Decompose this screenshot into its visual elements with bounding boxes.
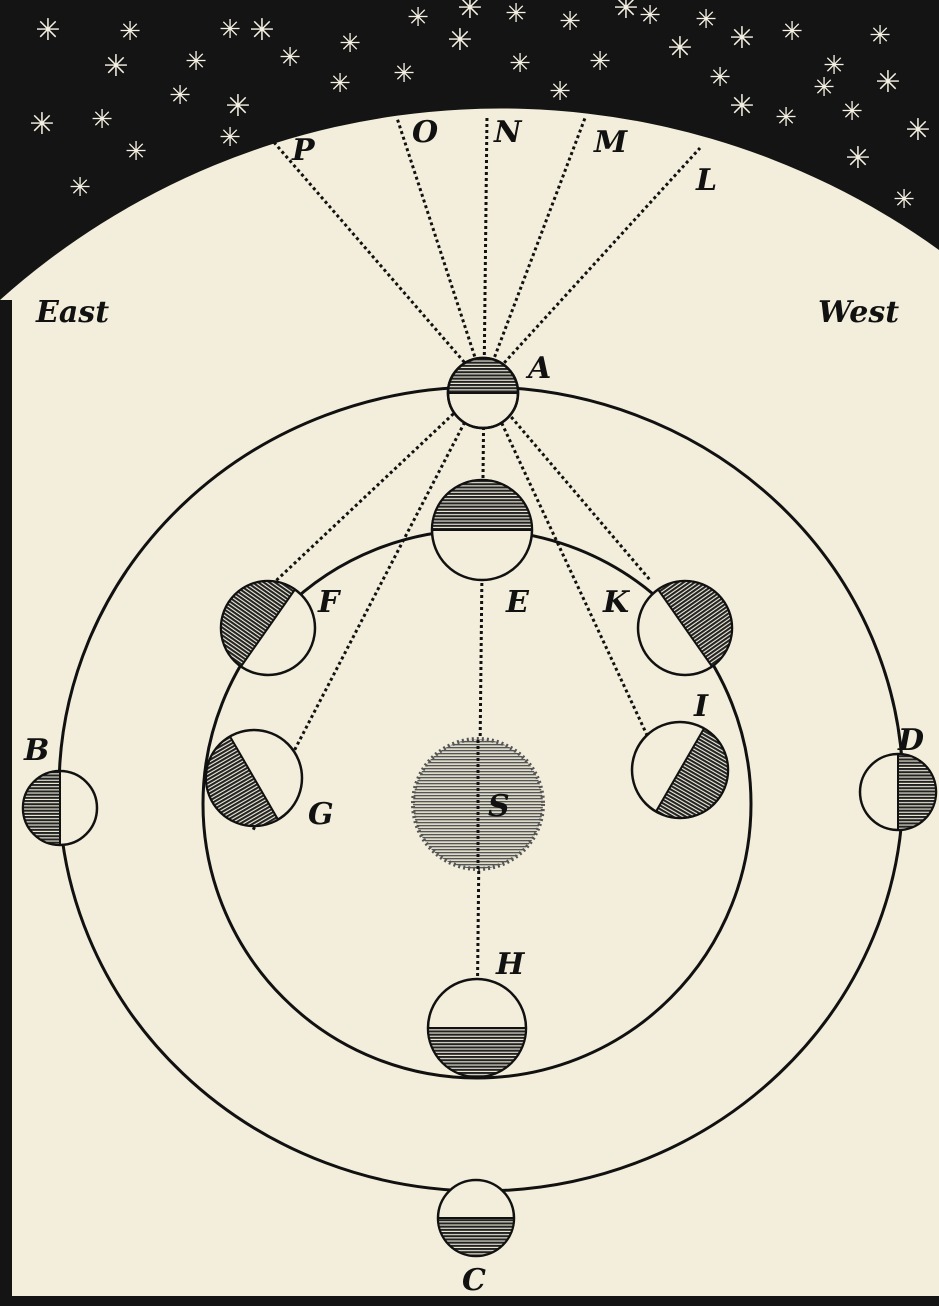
star-icon: ✳ bbox=[103, 49, 128, 84]
star-icon: ✳ bbox=[639, 1, 661, 31]
star-icon: ✳ bbox=[339, 29, 361, 59]
star-icon: ✳ bbox=[559, 7, 581, 37]
left-frame-edge bbox=[0, 300, 12, 1306]
star-icon: ✳ bbox=[505, 0, 527, 29]
planet-label-b: B bbox=[23, 733, 49, 768]
sky-label-l: L bbox=[695, 163, 717, 198]
star-icon: ✳ bbox=[35, 13, 60, 48]
star-icon: ✳ bbox=[775, 103, 797, 133]
east-label: East bbox=[35, 295, 109, 330]
planet-label-c: C bbox=[462, 1263, 486, 1298]
star-icon: ✳ bbox=[119, 17, 141, 47]
star-icon: ✳ bbox=[279, 43, 301, 73]
sky-label-p: P bbox=[291, 133, 316, 168]
star-icon: ✳ bbox=[667, 31, 692, 66]
star-icon: ✳ bbox=[613, 0, 638, 26]
star-icon: ✳ bbox=[905, 113, 930, 148]
star-icon: ✳ bbox=[709, 63, 731, 93]
planet-label-e: E bbox=[505, 585, 530, 620]
star-icon: ✳ bbox=[393, 59, 415, 89]
planet-label-g: G bbox=[308, 797, 334, 832]
star-icon: ✳ bbox=[589, 47, 611, 77]
star-icon: ✳ bbox=[91, 105, 113, 135]
star-icon: ✳ bbox=[219, 123, 241, 153]
star-icon: ✳ bbox=[875, 65, 900, 100]
planet-label-k: K bbox=[602, 585, 631, 620]
planet-label-i: I bbox=[693, 689, 709, 724]
star-icon: ✳ bbox=[729, 89, 754, 124]
star-icon: ✳ bbox=[125, 137, 147, 167]
planet-label-d: D bbox=[897, 723, 924, 758]
star-icon: ✳ bbox=[29, 107, 54, 142]
star-icon: ✳ bbox=[225, 89, 250, 124]
star-icon: ✳ bbox=[407, 3, 429, 33]
star-icon: ✳ bbox=[509, 49, 531, 79]
star-icon: ✳ bbox=[249, 13, 274, 48]
star-icon: ✳ bbox=[869, 21, 891, 51]
star-icon: ✳ bbox=[69, 173, 91, 203]
star-icon: ✳ bbox=[841, 97, 863, 127]
planet-label-f: F bbox=[317, 585, 342, 620]
star-icon: ✳ bbox=[813, 73, 835, 103]
sun-label: S bbox=[488, 789, 510, 824]
sky-label-n: N bbox=[493, 115, 523, 150]
west-label: West bbox=[818, 295, 899, 330]
star-icon: ✳ bbox=[185, 47, 207, 77]
star-icon: ✳ bbox=[893, 185, 915, 215]
planet-label-h: H bbox=[495, 947, 526, 982]
planet-label-a: A bbox=[525, 351, 551, 386]
sky-label-m: M bbox=[593, 125, 628, 160]
sky-label-o: O bbox=[412, 115, 438, 150]
sun: S bbox=[413, 739, 543, 870]
star-icon: ✳ bbox=[169, 81, 191, 111]
star-icon: ✳ bbox=[695, 5, 717, 35]
star-icon: ✳ bbox=[329, 69, 351, 99]
star-icon: ✳ bbox=[781, 17, 803, 47]
star-icon: ✳ bbox=[447, 23, 472, 58]
star-icon: ✳ bbox=[549, 77, 571, 107]
star-icon: ✳ bbox=[729, 21, 754, 56]
star-icon: ✳ bbox=[845, 141, 870, 176]
star-icon: ✳ bbox=[219, 15, 241, 45]
